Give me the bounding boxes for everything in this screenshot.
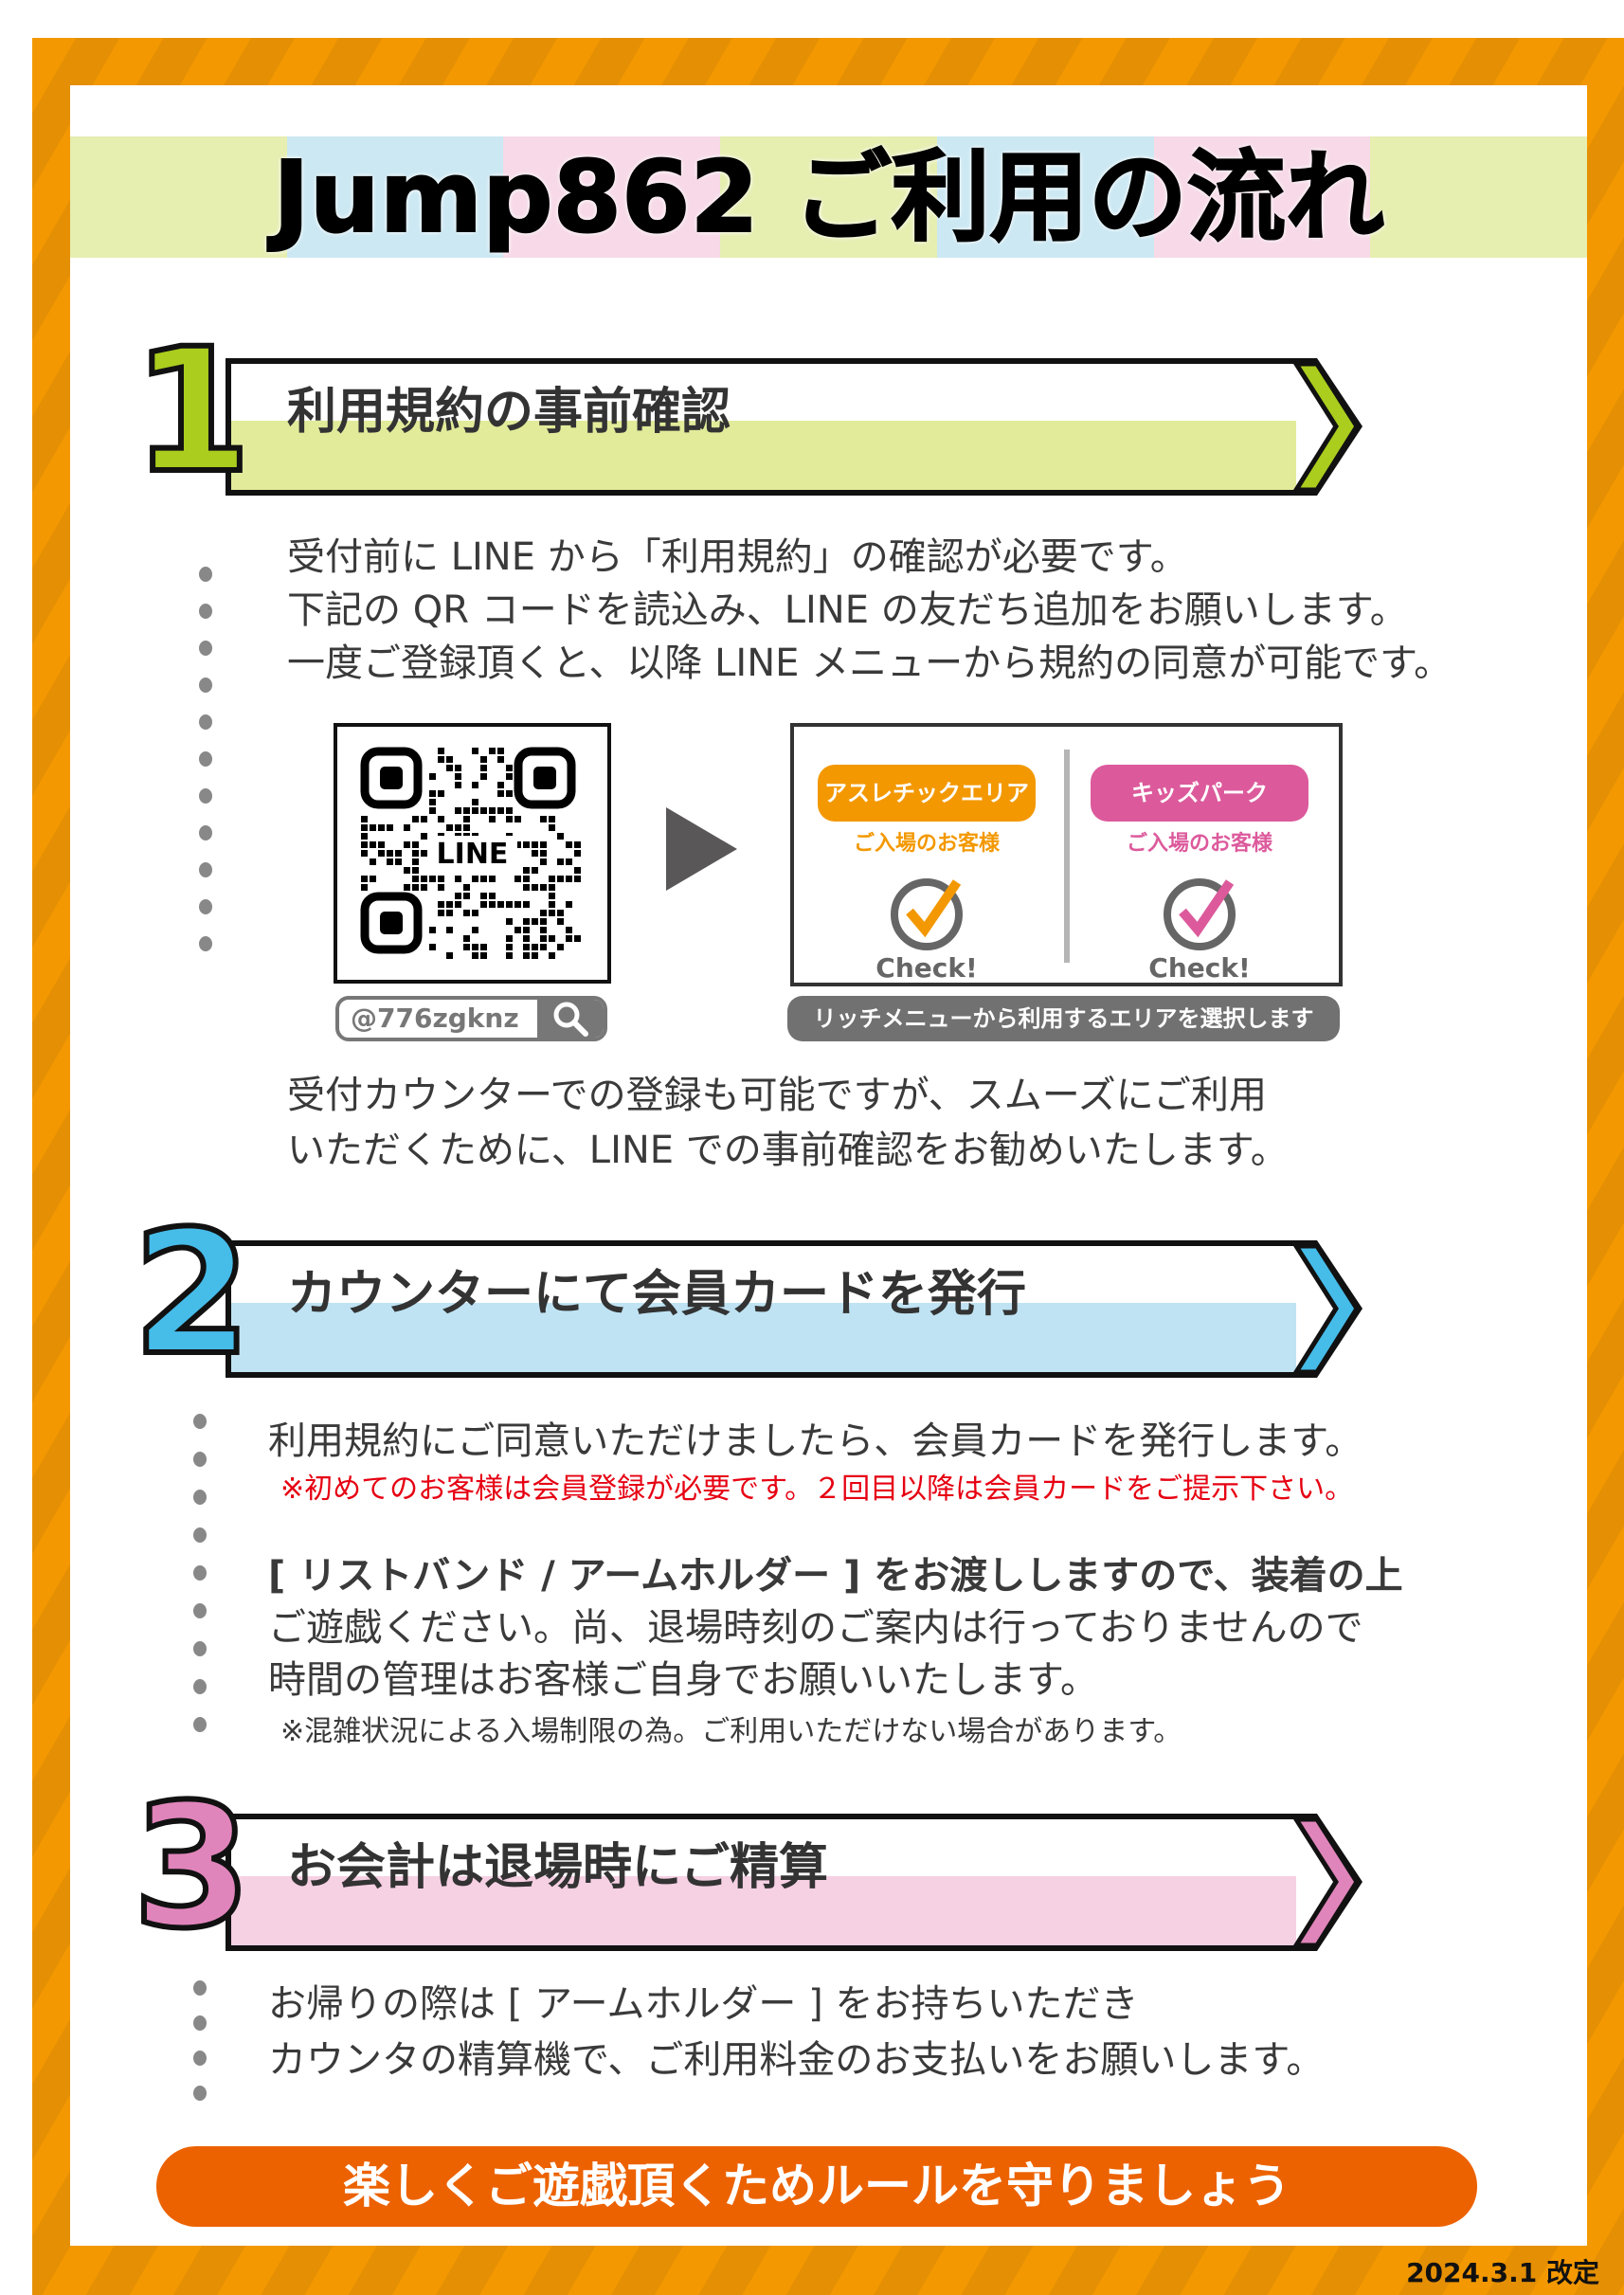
step-3-text: お帰りの際は [ アームホルダー ] をお持ちいただき <box>268 1982 1139 2026</box>
bullet-dot <box>199 825 212 840</box>
step-2-header: 2 カウンターにて会員カードを発行 <box>130 1206 1383 1384</box>
chevron-right-icon <box>1289 358 1362 496</box>
bullet-dot <box>199 899 212 914</box>
step-1-header: 1 利用規約の事前確認 <box>130 324 1383 502</box>
check-icon <box>891 878 963 950</box>
line-id-search[interactable]: @776zgknz <box>335 996 607 1041</box>
qr-line-label: LINE <box>427 836 517 874</box>
bullet-dot <box>199 714 212 730</box>
bullet-dot <box>193 2015 207 2031</box>
step-title: カウンターにて会員カードを発行 <box>287 1266 1027 1323</box>
step-title: 利用規約の事前確認 <box>287 384 731 441</box>
bullet-dot <box>199 788 212 804</box>
step-title: お会計は退場時にご精算 <box>287 1839 828 1896</box>
title-band <box>70 136 1588 258</box>
line-qr-code[interactable]: LINE <box>334 723 611 984</box>
step-1-text: 下記の QR コードを読込み、LINE の友だち追加をお願いします。 <box>287 588 1408 632</box>
chevron-right-icon <box>1289 1814 1362 1951</box>
check-label: Check! <box>875 952 978 984</box>
arrow-right-icon <box>666 807 737 891</box>
chevron-right-icon <box>1289 1240 1362 1378</box>
search-icon <box>537 1000 604 1038</box>
bullet-dot <box>199 936 212 951</box>
step-3-bar <box>226 1814 1296 1951</box>
bullet-dot <box>193 1452 207 1467</box>
footer-banner: 楽しくご遊戯頂くためルールを守りましょう <box>156 2146 1477 2227</box>
kids-park-button: キッズパーク <box>1091 765 1308 822</box>
bullet-dot <box>199 751 212 767</box>
rich-menu-caption: リッチメニューから利用するエリアを選択します <box>787 996 1340 1041</box>
bullet-dot <box>193 2051 207 2066</box>
revision-date: 2024.3.1 改定 <box>1406 2257 1599 2288</box>
bullet-dot <box>199 678 212 693</box>
bullet-dot <box>193 1679 207 1694</box>
bullet-dot <box>199 641 212 656</box>
bullet-dot <box>193 1980 207 1996</box>
step-2-note: ※混雑状況による入場制限の為。ご利用いただけない場合があります。 <box>280 1715 1182 1748</box>
check-label: Check! <box>1148 952 1251 984</box>
line-id: @776zgknz <box>351 1003 519 1034</box>
step-1-text: 受付前に LINE から「利用規約」の確認が必要です。 <box>287 535 1188 579</box>
step-1-text: 一度ご登録頂くと、以降 LINE メニューから規約の同意が可能です。 <box>287 642 1453 685</box>
step-2-text: ご遊戯ください。尚、退場時刻のご案内は行っておりませんので <box>268 1606 1363 1650</box>
bullet-dot <box>199 604 212 619</box>
divider <box>1064 750 1070 963</box>
step-1-text: 受付カウンターでの登録も可能ですが、スムーズにご利用 <box>287 1074 1267 1117</box>
step-number: 1 <box>130 313 254 511</box>
step-3-text: カウンタの精算機で、ご利用料金のお支払いをお願いします。 <box>268 2038 1325 2082</box>
step-number: 3 <box>130 1768 254 1966</box>
bullet-dot <box>193 1717 207 1732</box>
rich-menu-image: アスレチックエリア ご入場のお客様 Check! キッズパーク ご入場のお客様 … <box>790 723 1343 986</box>
bullet-dot <box>193 1414 207 1429</box>
step-2-bar <box>226 1240 1296 1378</box>
step-number: 2 <box>130 1195 254 1393</box>
bullet-dot <box>193 1641 207 1656</box>
bullet-dot <box>193 1490 207 1505</box>
step-1-bar <box>226 358 1296 496</box>
step-2-text: 時間の管理はお客様ご自身でお願いいたします。 <box>268 1658 1098 1702</box>
bullet-dot <box>193 1565 207 1581</box>
bullet-dot <box>193 1527 207 1543</box>
step-2-red-note: ※初めてのお客様は会員登録が必要です。２回目以降は会員カードをご提示下さい。 <box>280 1473 1354 1506</box>
step-2-text: 利用規約にご同意いただけましたら、会員カードを発行します。 <box>268 1419 1363 1463</box>
area-sub: ご入場のお客様 <box>1126 832 1272 856</box>
bullet-dot <box>199 567 212 582</box>
bullet-dot <box>193 1603 207 1618</box>
page-title: Jump862 ご利用の流れ <box>272 138 1385 256</box>
bullet-dot <box>199 862 212 877</box>
bullet-dot <box>193 2086 207 2101</box>
step-1-text: いただくために、LINE での事前確認をお勧めいたします。 <box>287 1129 1289 1172</box>
step-3-header: 3 お会計は退場時にご精算 <box>130 1780 1383 1958</box>
step-2-text: [ リストバンド / アームホルダー ] をお渡ししますので、装着の上 <box>268 1554 1403 1598</box>
area-sub: ご入場のお客様 <box>853 832 1000 856</box>
check-icon <box>1164 878 1236 950</box>
athletic-area-button: アスレチックエリア <box>818 765 1036 822</box>
